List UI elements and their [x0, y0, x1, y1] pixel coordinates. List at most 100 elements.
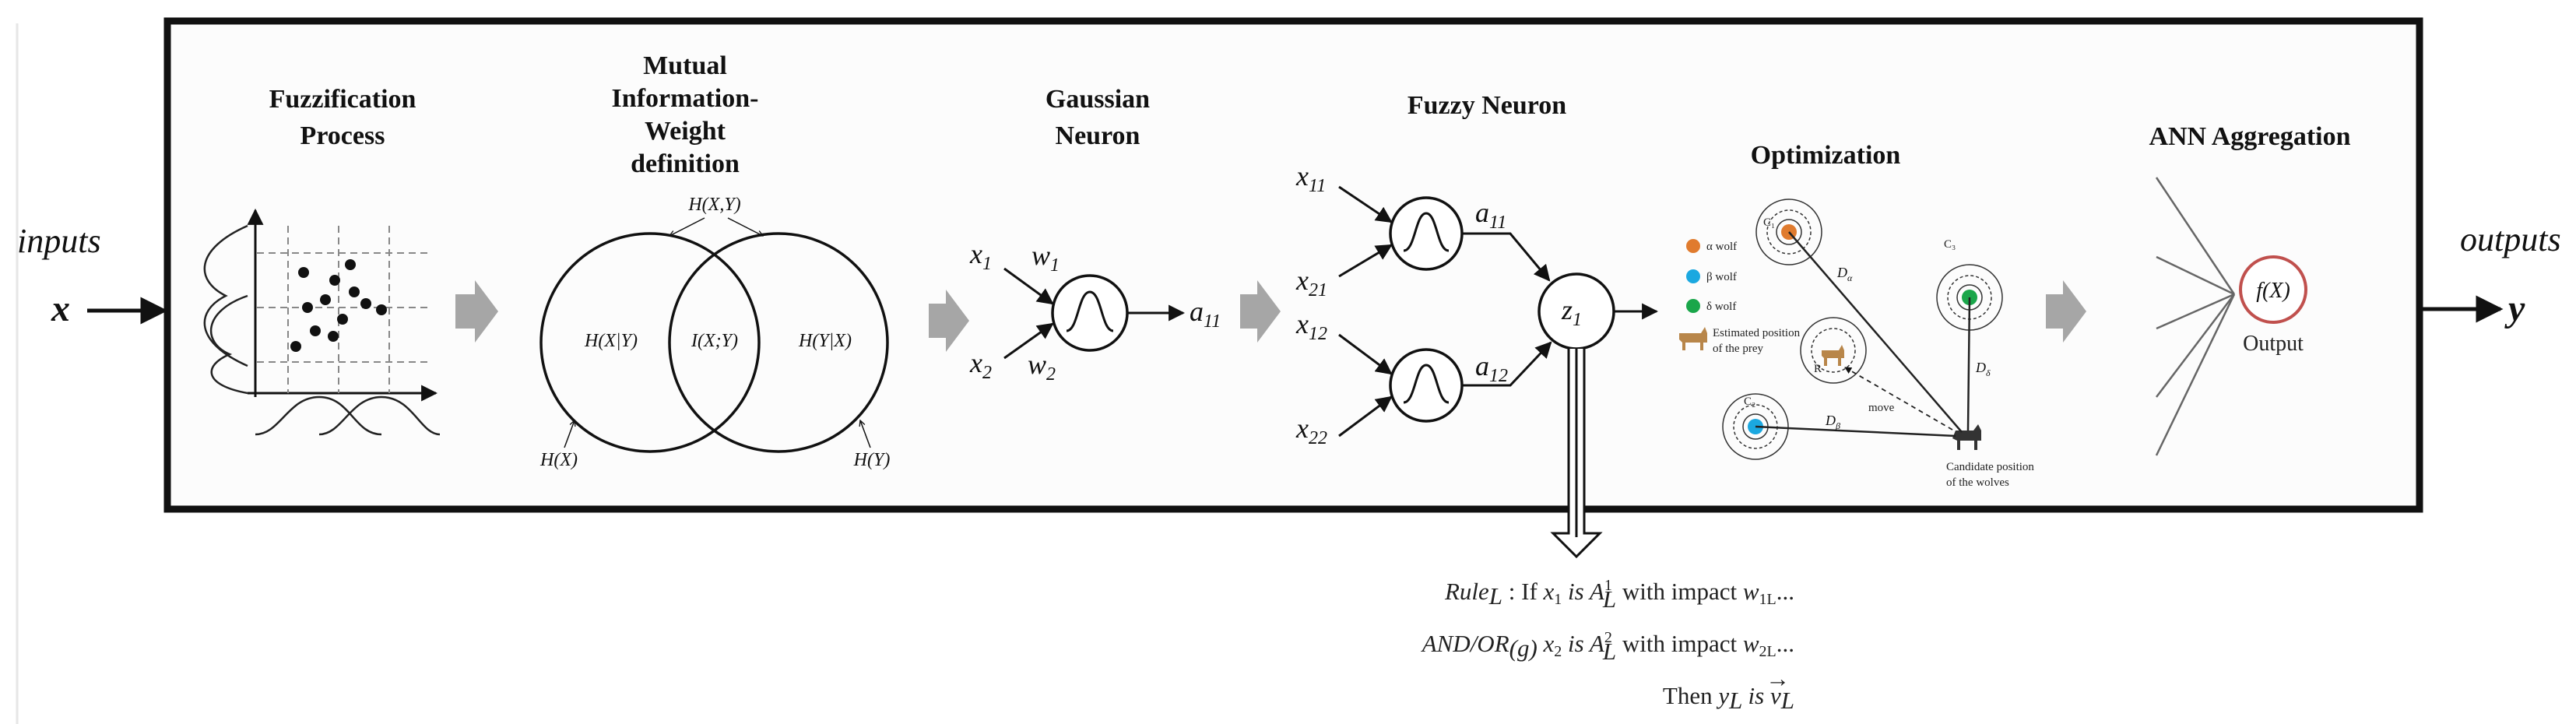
- rule-line-2: AND/OR(g) x2 is A2L with impact w2L...: [1421, 629, 1794, 665]
- d-delta-line: [1966, 297, 1971, 431]
- fuzzy-in-x11: [1338, 185, 1393, 223]
- gaussian-w1: w1: [1031, 240, 1060, 276]
- venn-right-circle: [668, 232, 889, 453]
- rule-line-1: RuleL : If x1 is A1L with impact w1L...: [1444, 577, 1794, 613]
- mi-title-4: definition: [631, 149, 740, 178]
- x-input-var: x: [51, 288, 70, 329]
- optimization-stage: Optimization α wolf β wolf δ wolf Estima…: [1679, 141, 2034, 489]
- venn-h-x-given-y: H(X|Y): [584, 331, 638, 351]
- fuzzy-a12-path: [1462, 341, 1552, 387]
- gaussian-in-2: [1003, 322, 1054, 360]
- ann-fx: f(X): [2256, 279, 2290, 303]
- mi-title-1: Mutual: [643, 51, 727, 80]
- fuzzy-lower-bell-icon: [1403, 364, 1450, 404]
- alpha-wolf-marker: [1755, 199, 1822, 265]
- beta-wolf-legend: β wolf: [1706, 271, 1737, 283]
- gaussian-x1: x1: [969, 238, 992, 274]
- mi-title-3: Weight: [645, 117, 726, 146]
- fuzz-left-curve-2: [209, 294, 248, 395]
- gaussian-title-1: Gaussian: [1046, 85, 1150, 114]
- venn-h-xy-arrow-l: [669, 217, 705, 236]
- venn-h-x: H(X): [539, 450, 578, 470]
- move-label: move: [1868, 402, 1895, 414]
- fuzzy-neuron-stage: Fuzzy Neuron x11 x21 x12 x22 a11 a12 z1: [1295, 91, 1659, 559]
- y-output-var: y: [2504, 288, 2525, 329]
- fuzzy-in-x22: [1338, 395, 1393, 438]
- fuzzy-in-x12: [1338, 333, 1393, 375]
- venn-h-y-arrow: [860, 420, 871, 448]
- fuzz-bottom-curve-2: [318, 395, 441, 436]
- opt-c2: C₂: [1744, 395, 1755, 408]
- pipeline-frame: [163, 17, 2423, 513]
- fuzzy-rule: RuleL : If x1 is A1L with impact w1L... …: [1421, 577, 1794, 714]
- venn-h-y: H(Y): [853, 450, 891, 470]
- fuzzy-z1: z1: [1561, 294, 1582, 330]
- stage-arrow-2: [929, 290, 969, 352]
- fuzzy-x12: x12: [1295, 308, 1327, 344]
- stage-arrow-3: [1240, 280, 1281, 343]
- ann-output-label: Output: [2243, 332, 2304, 356]
- d-beta-line: [1755, 425, 1956, 438]
- stage-arrow-1: [455, 280, 498, 343]
- prey-icon: [1822, 345, 1844, 366]
- beta-wolf-legend-dot: [1686, 269, 1700, 283]
- fuzz-left-curve: [203, 224, 248, 367]
- venn-h-x-arrow: [564, 420, 575, 448]
- fuzzy-x22: x22: [1295, 413, 1327, 448]
- rule-line-3: Then yL is vL: [1663, 682, 1794, 714]
- ann-in-3: [2156, 293, 2235, 330]
- prey-legend-icon: [1679, 327, 1707, 350]
- rule-vector-arrow: →: [1766, 665, 1790, 692]
- fuzz-points: [290, 259, 387, 352]
- candidate-label-1: Candidate position: [1946, 461, 2034, 473]
- prey-legend-1: Estimated position: [1713, 327, 1801, 339]
- fuzzy-x21: x21: [1295, 265, 1327, 300]
- gaussian-stage: Gaussian Neuron x1 w1 x2 w2 a11: [969, 85, 1221, 385]
- optimization-title: Optimization: [1751, 141, 1901, 170]
- prey-legend-2: of the prey: [1713, 343, 1763, 355]
- fuzzy-title: Fuzzy Neuron: [1407, 91, 1566, 120]
- ann-output-node: [2239, 255, 2307, 324]
- opt-c1: C₁: [1763, 216, 1775, 229]
- d-alpha-label: Dα: [1836, 265, 1853, 283]
- ann-in-1: [2155, 177, 2236, 295]
- fuzzification-title: Fuzzification: [269, 85, 416, 114]
- ann-in-2: [2156, 255, 2235, 296]
- d-delta-label: Dδ: [1975, 360, 1991, 378]
- venn-h-y-given-x: H(Y|X): [798, 331, 852, 351]
- opt-c3: C₃: [1944, 238, 1956, 251]
- fuzzy-lower-neuron: [1389, 348, 1464, 423]
- prey-marker: [1800, 317, 1867, 384]
- venn-h-xy: H(X,Y): [687, 195, 740, 215]
- d-alpha-line: [1788, 231, 1963, 433]
- ann-in-4: [2156, 293, 2235, 398]
- mi-title-2: Information-: [612, 84, 759, 113]
- fuzzy-in-x21: [1338, 244, 1393, 278]
- venn-left-circle: [539, 232, 761, 453]
- fuzzy-upper-neuron: [1389, 196, 1464, 271]
- alpha-wolf-legend: α wolf: [1706, 241, 1737, 253]
- fuzzy-x11: x11: [1295, 160, 1326, 196]
- outputs-label: outputs: [2460, 220, 2561, 258]
- d-beta-label: Dβ: [1825, 413, 1840, 431]
- delta-wolf-legend: δ wolf: [1706, 300, 1736, 313]
- venn-h-xy-arrow-r: [727, 217, 763, 236]
- ann-title: ANN Aggregation: [2149, 122, 2350, 151]
- move-line: [1844, 367, 1953, 431]
- gaussian-title-2: Neuron: [1056, 121, 1140, 150]
- gaussian-x2: x2: [969, 347, 992, 383]
- venn-i-xy: I(X;Y): [691, 331, 738, 351]
- fuzzy-upper-bell-icon: [1403, 212, 1450, 252]
- gaussian-a11: a11: [1190, 296, 1221, 332]
- ann-in-5: [2155, 293, 2236, 456]
- fuzzy-a12: a12: [1475, 350, 1508, 386]
- gaussian-neuron: [1051, 274, 1129, 352]
- ann-stage: ANN Aggregation f(X) Output: [2149, 122, 2351, 456]
- delta-wolf-legend-dot: [1686, 299, 1700, 313]
- gaussian-bell-icon: [1066, 290, 1114, 332]
- mutual-info-stage: Mutual Information- Weight definition H(…: [539, 51, 890, 470]
- fuzzification-title-2: Process: [300, 121, 385, 150]
- fuzzification-stage: Fuzzification Process: [203, 85, 441, 436]
- gaussian-in-1: [1003, 267, 1054, 305]
